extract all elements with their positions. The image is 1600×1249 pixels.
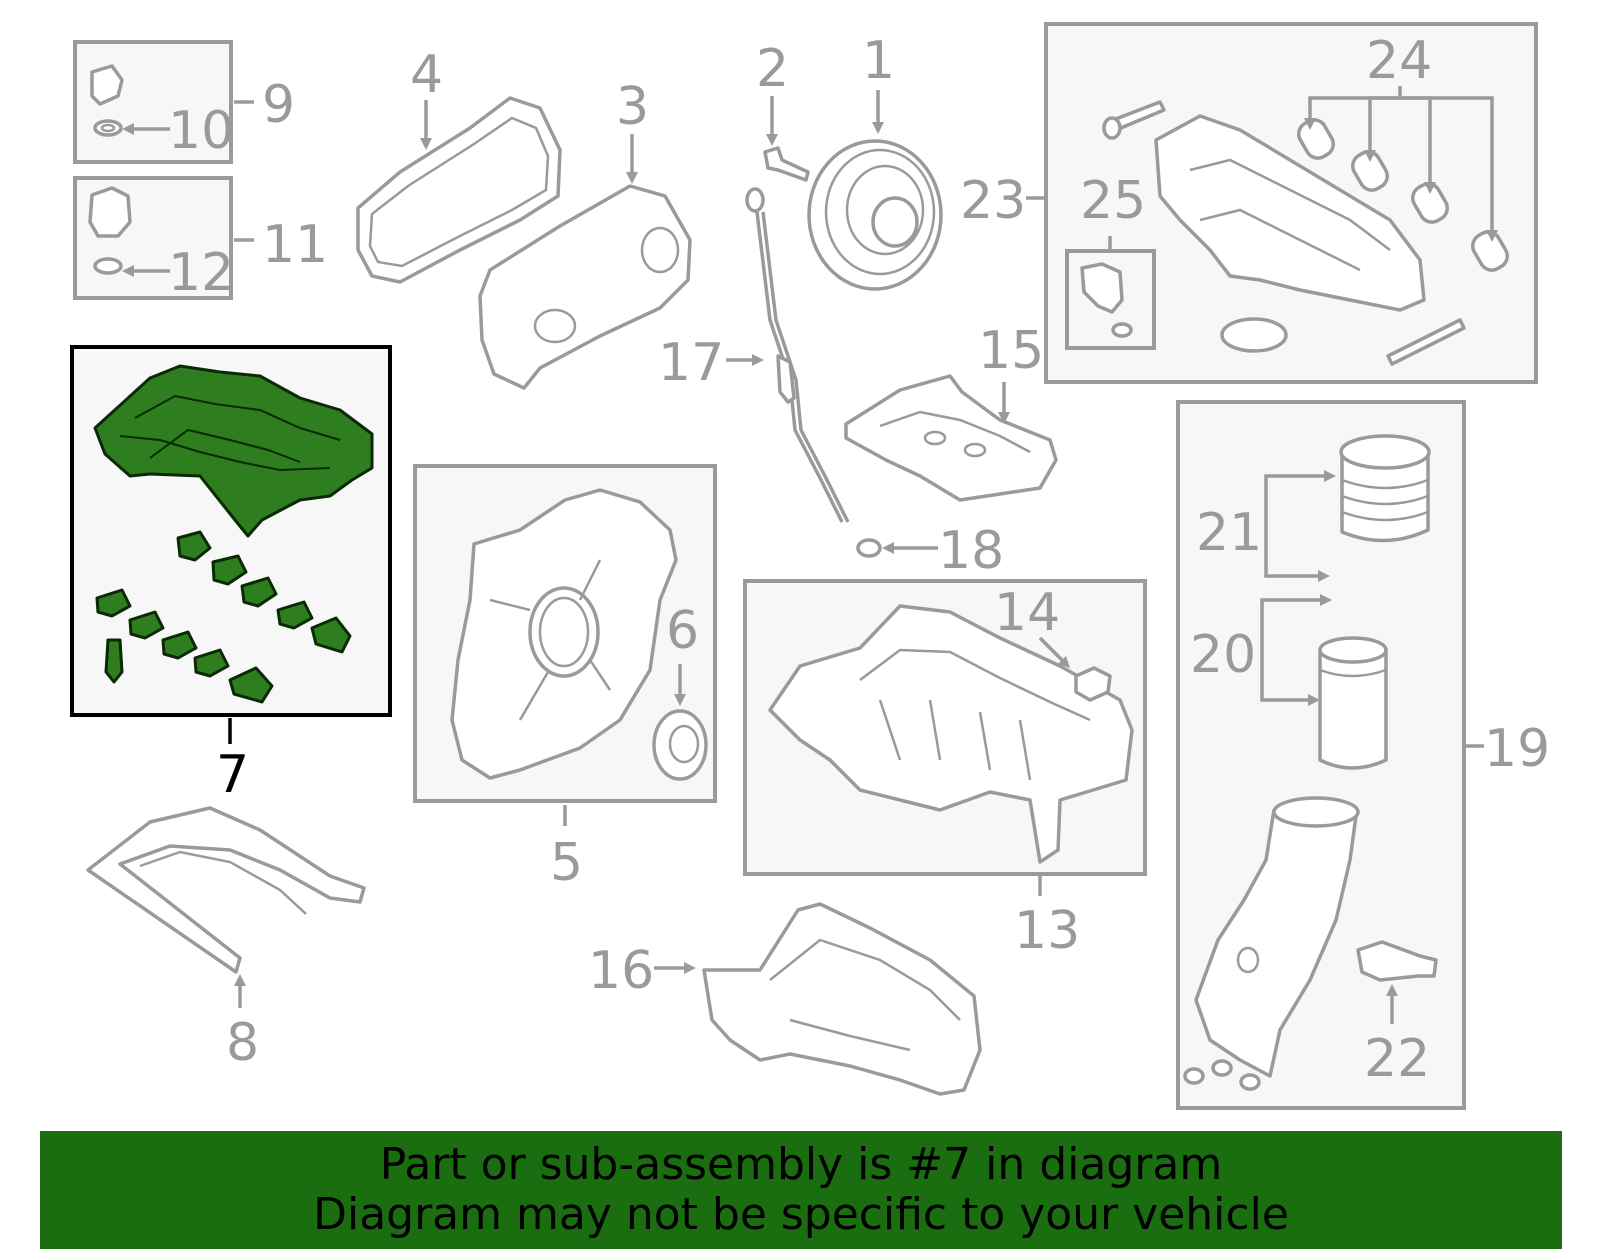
callout-2: 2 [756, 39, 789, 99]
part-8-gasket [86, 806, 366, 974]
part-3-timing-cover [478, 184, 692, 390]
part-4-gasket [356, 96, 562, 284]
callout-9: 9 [262, 75, 295, 135]
callout-20: 20 [1190, 625, 1256, 685]
callout-15: 15 [978, 321, 1044, 381]
part-7-brackets[interactable] [95, 530, 352, 704]
part-11-cap-assembly [88, 186, 132, 275]
callout-17: 17 [658, 333, 724, 393]
callout-18: 18 [938, 521, 1004, 581]
callout-11: 11 [262, 215, 328, 275]
part-15-baffle [844, 374, 1058, 502]
leader-lines [122, 86, 1498, 1024]
banner-line-1: Part or sub-assembly is #7 in diagram [379, 1139, 1223, 1190]
callout-5: 5 [550, 833, 583, 893]
callout-14: 14 [994, 583, 1060, 643]
part-24-gaskets [1297, 118, 1509, 272]
callout-3: 3 [616, 77, 649, 137]
callout-12: 12 [168, 243, 234, 303]
part-13-oil-pan [768, 604, 1134, 864]
part-2-bolt [763, 146, 810, 182]
callout-7: 7 [216, 745, 249, 805]
part-5-engine-cover [450, 488, 678, 780]
part-17-dipstick [745, 187, 850, 523]
part-6-seal [652, 709, 708, 781]
callout-16: 16 [588, 941, 654, 1001]
part-18-washer [856, 538, 882, 558]
part-21-filter-cap [1339, 434, 1431, 543]
callout-1: 1 [862, 31, 895, 91]
part-7-valve-cover[interactable] [93, 364, 374, 538]
callout-21: 21 [1196, 503, 1262, 563]
part-19-housing [1183, 796, 1360, 1091]
callout-4: 4 [410, 45, 443, 105]
part-9-oil-cap [90, 64, 124, 137]
callout-10: 10 [168, 101, 234, 161]
callout-22: 22 [1364, 1029, 1430, 1089]
callout-24: 24 [1366, 31, 1432, 91]
part-22-sensor [1356, 940, 1438, 982]
banner-line-2: Diagram may not be specific to your vehi… [313, 1189, 1289, 1240]
callout-23: 23 [960, 171, 1026, 231]
part-14-drain-plug [1074, 666, 1112, 702]
part-25-sensor [1080, 262, 1133, 338]
info-banner: Part or sub-assembly is #7 in diagram Di… [40, 1131, 1562, 1249]
part-20-oil-filter [1318, 636, 1388, 770]
callout-25: 25 [1080, 171, 1146, 231]
part-23-intake-manifold [1102, 100, 1466, 366]
callout-labels: 9 10 11 12 7 8 4 3 2 1 17 15 18 6 5 14 1… [168, 31, 1550, 1089]
callout-6: 6 [666, 601, 699, 661]
callout-19: 19 [1484, 719, 1550, 779]
callout-8: 8 [226, 1013, 259, 1073]
part-1-pulley [807, 139, 943, 291]
callout-13: 13 [1014, 901, 1080, 961]
part-16-lower-oil-pan [702, 902, 982, 1096]
